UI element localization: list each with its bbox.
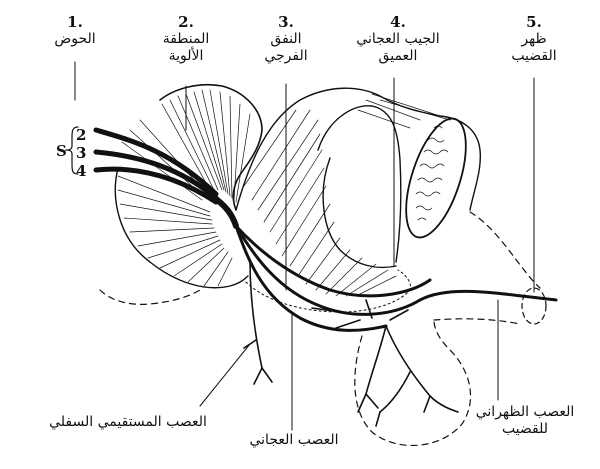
label-dorsum-penis-line2: القضيب — [511, 48, 557, 64]
label-pudendal-canal-line1: النفق — [270, 31, 302, 47]
label-dorsum-penis-line1: ظهر — [521, 31, 547, 47]
label-pudendal-canal-line2: الفرجي — [264, 48, 308, 64]
label-dorsal-nerve-line2: للقضيب — [501, 421, 549, 437]
label-gluteal-region-line1: المنطقة — [162, 31, 210, 47]
label-deep-perineal-pouch-line1: الجيب العجاني — [356, 31, 440, 47]
penis-shaft-dashed-lower — [433, 318, 521, 325]
pudendal-nerve-trunk — [209, 193, 239, 229]
label-dorsum-penis: 5. ظهر القضيب — [498, 14, 570, 65]
sacral-root-s3 — [93, 149, 219, 201]
pelvis-dashed-outline — [99, 289, 201, 305]
bulb-dashed-outline — [354, 319, 472, 447]
label-pudendal-canal: 3. النفق الفرجي — [250, 14, 322, 65]
sacral-root-s2 — [93, 127, 219, 197]
nerve-twigs — [243, 259, 459, 427]
sacral-number-4: 4 — [76, 162, 87, 180]
label-dorsal-nerve-line1: العصب الظهراني — [475, 404, 575, 420]
label-deep-perineal-pouch-number: 4. — [390, 13, 406, 31]
sacral-letter: S — [56, 142, 67, 160]
corpus-texture — [415, 125, 449, 221]
pudendal-canal-dotted — [245, 269, 411, 313]
label-pelvis-number: 1. — [67, 13, 83, 31]
deep-pouch-loop — [322, 157, 397, 269]
leader-lines — [74, 61, 535, 431]
muscle-fibres-lower — [117, 175, 233, 287]
label-dorsal-nerve-of-penis: العصب الظهراني للقضيب — [470, 404, 580, 438]
penis-shaft-end-dashed — [521, 287, 547, 325]
perineal-membrane-outline — [235, 87, 482, 211]
label-inferior-rectal-nerve: العصب المستقيمي السفلي — [49, 414, 207, 430]
penis-dashed-outline — [469, 211, 541, 289]
perineum-fibres — [243, 93, 451, 297]
label-gluteal-region-number: 2. — [178, 13, 194, 31]
sacral-number-2: 2 — [76, 126, 87, 144]
label-deep-perineal-pouch-line2: العميق — [378, 48, 418, 64]
label-pelvis-text: الحوض — [54, 31, 96, 47]
label-pudendal-canal-number: 3. — [278, 13, 294, 31]
pudendal-nerve-branches — [234, 224, 558, 332]
label-deep-perineal-pouch: 4. الجيب العجاني العميق — [350, 14, 446, 65]
label-perineal-nerve: العصب العجاني — [249, 432, 339, 448]
ligament-lower-outline — [114, 167, 249, 289]
sacral-number-3: 3 — [76, 144, 87, 162]
sacral-root-s4 — [93, 166, 219, 205]
corpus-cross-section — [405, 117, 467, 239]
deep-pouch-inner-outline — [317, 105, 402, 263]
label-dorsum-penis-number: 5. — [526, 13, 542, 31]
label-pelvis: 1. الحوض — [48, 14, 102, 48]
sacral-brace — [65, 126, 79, 175]
label-gluteal-region: 2. المنطقة الألوية — [150, 14, 222, 65]
label-gluteal-region-line2: الألوية — [168, 48, 204, 64]
